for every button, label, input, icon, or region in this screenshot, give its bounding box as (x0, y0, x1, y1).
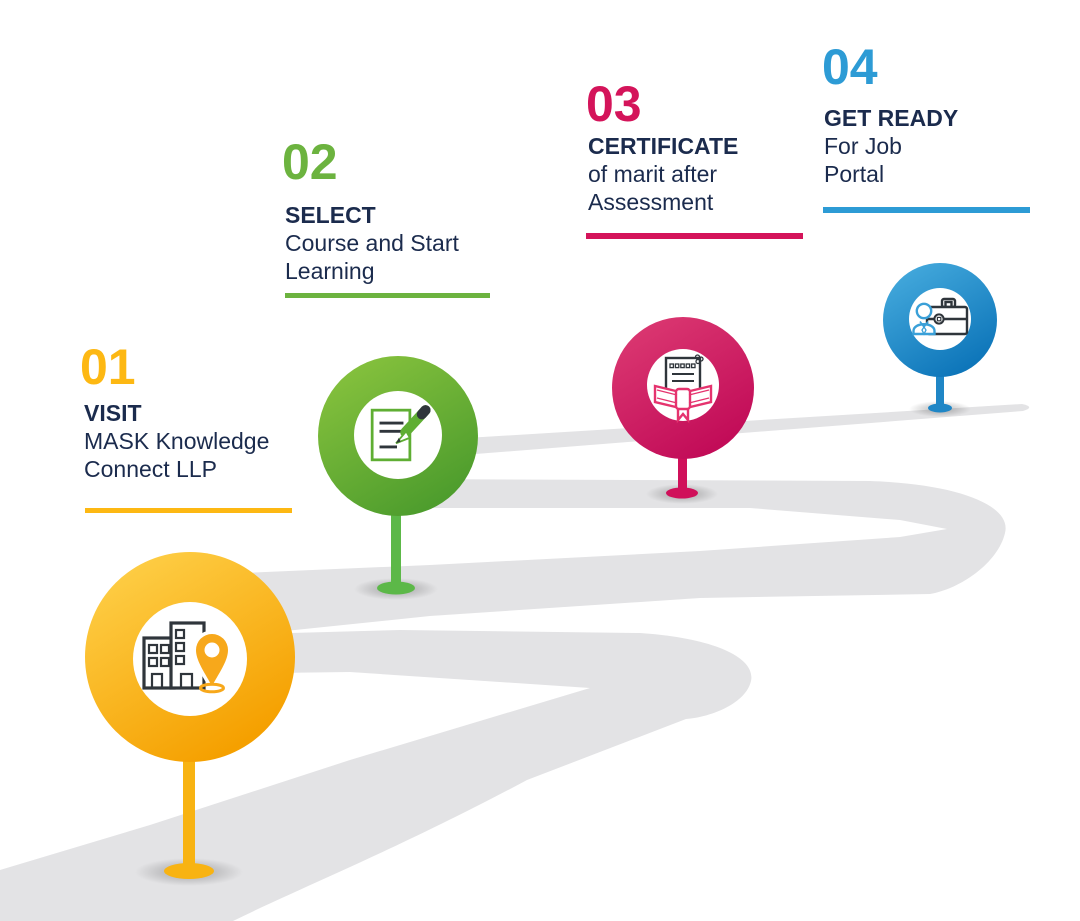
pin2-stem (377, 505, 415, 595)
step-2-title: SELECT (285, 202, 376, 228)
step2-underline (285, 293, 490, 298)
pin4-stem (928, 372, 952, 413)
step2-number: 02 (282, 134, 338, 190)
step3-underline (586, 233, 803, 239)
pin3-stem (666, 450, 698, 499)
step-1-line-1: MASK Knowledge (84, 428, 270, 454)
step-4-line-1: For Job (824, 133, 902, 159)
step-1-text-block: VISIT MASK Knowledge Connect LLP (84, 399, 269, 483)
step4-underline (823, 207, 1030, 213)
step-3-line-2: Assessment (588, 189, 714, 215)
step-1-title: VISIT (84, 400, 142, 426)
step-3-text-block: CERTIFICATE of marit after Assessment (588, 132, 738, 216)
step3-number: 03 (586, 76, 642, 132)
road-hairpin-upper (150, 479, 1006, 645)
step-1-line-2: Connect LLP (84, 456, 217, 482)
step-4-line-2: Portal (824, 161, 885, 187)
document-pen-icon (370, 405, 431, 462)
step-3-line-1: of marit after (588, 161, 718, 187)
step-4-title: GET READY (824, 105, 959, 131)
certificate-ribbon-icon (653, 354, 713, 424)
step-2-line-2: Learning (285, 258, 375, 284)
step4-number: 04 (822, 39, 878, 95)
building-location-icon (142, 621, 232, 694)
step-4-text-block: GET READY For Job Portal (824, 104, 958, 188)
step1-underline (85, 508, 292, 513)
briefcase-person-icon (912, 297, 969, 336)
pin1-stem (164, 748, 214, 879)
step1-number: 01 (80, 339, 136, 395)
step-3-title: CERTIFICATE (588, 133, 739, 159)
step-2-line-1: Course and Start (285, 230, 459, 256)
step-2-text-block: SELECT Course and Start Learning (285, 201, 459, 285)
